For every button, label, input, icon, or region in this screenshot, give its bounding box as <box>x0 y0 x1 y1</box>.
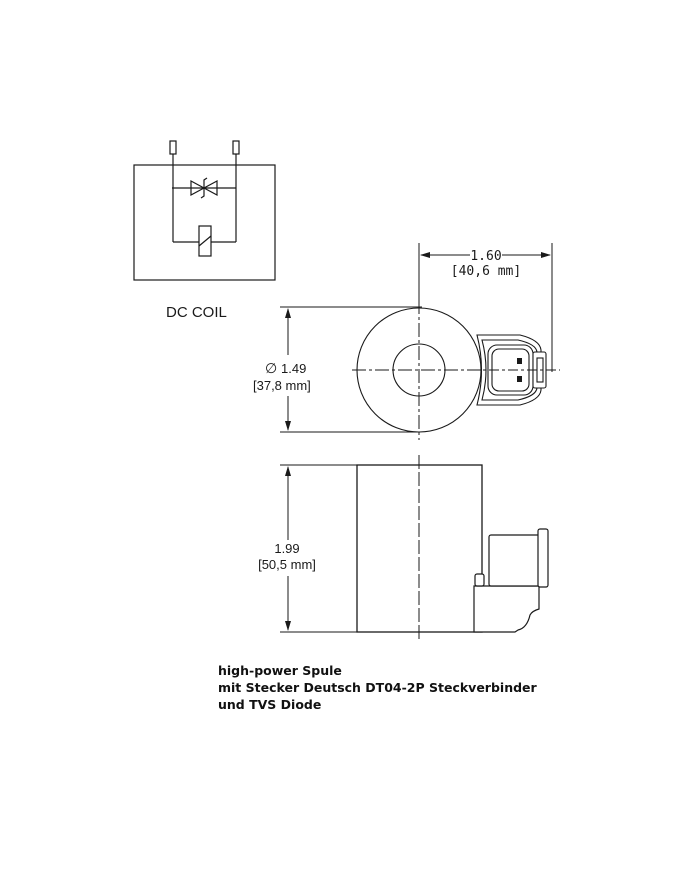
deutsch-connector-side-icon <box>473 528 549 633</box>
tvs-diode-icon <box>172 177 236 199</box>
dc-coil-schematic <box>133 140 276 281</box>
schematic-frame <box>133 164 276 281</box>
height-value: 1.99 <box>274 541 299 556</box>
coil-icon <box>173 225 236 257</box>
schematic-title: DC COIL <box>166 304 227 321</box>
width-metric: [40,6 mm] <box>451 264 521 279</box>
diameter-value: 1.49 <box>281 361 306 376</box>
coil-side-view <box>280 455 549 642</box>
width-value: 1.60 <box>470 249 501 264</box>
caption-line-1: high-power Spule <box>218 663 342 678</box>
terminal-left-icon <box>169 140 177 155</box>
caption-line-2: mit Stecker Deutsch DT04-2P Steckverbind… <box>218 680 537 695</box>
height-metric: [50,5 mm] <box>258 557 316 572</box>
product-caption: high-power Spule mit Stecker Deutsch DT0… <box>218 662 537 713</box>
diameter-symbol: ∅ <box>265 360 277 376</box>
diameter-metric: [37,8 mm] <box>253 378 311 393</box>
coil-top-view <box>280 243 560 440</box>
terminal-right-icon <box>232 140 240 155</box>
caption-line-3: und TVS Diode <box>218 697 322 712</box>
